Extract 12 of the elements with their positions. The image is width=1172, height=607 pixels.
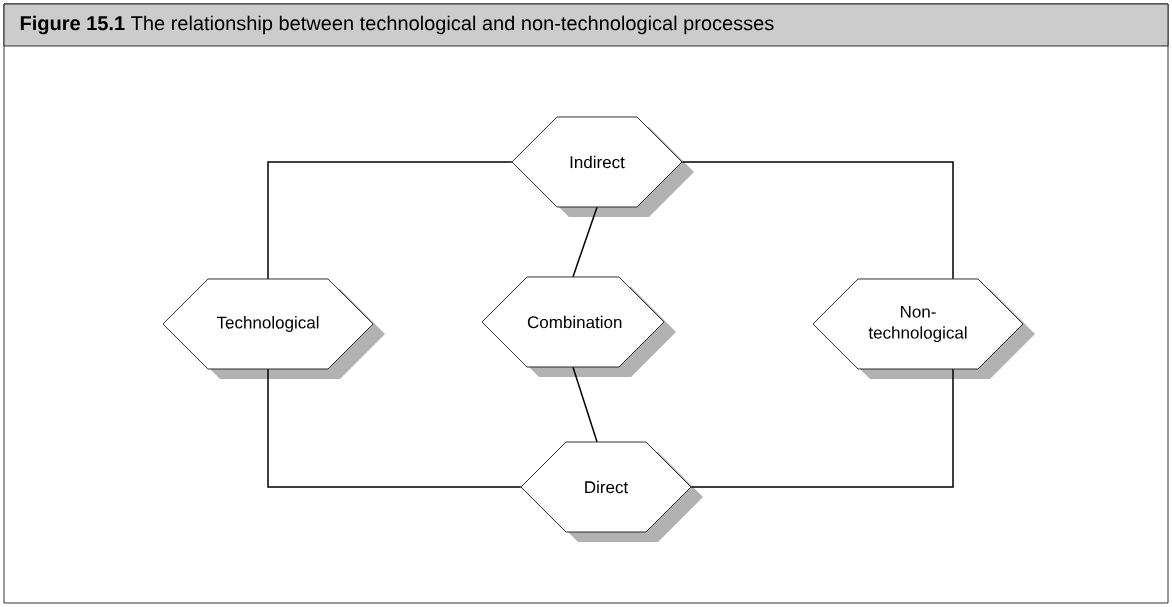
hexagon-box: Technological xyxy=(162,278,385,379)
connector-line xyxy=(690,368,954,488)
connector-line xyxy=(572,206,598,278)
hexagon-box: Direct xyxy=(520,441,703,542)
title-bar: Figure 15.1 The relationship between technological and non-technological processes xyxy=(3,3,1169,47)
hexagon-box: Indirect xyxy=(511,116,694,217)
connector-line xyxy=(681,161,954,280)
connector-line xyxy=(267,161,513,280)
connector-line xyxy=(267,368,522,488)
connector-line xyxy=(572,366,598,443)
hexagon-box: Non- technological xyxy=(812,278,1035,379)
hexagon-box: Combination xyxy=(481,276,676,377)
